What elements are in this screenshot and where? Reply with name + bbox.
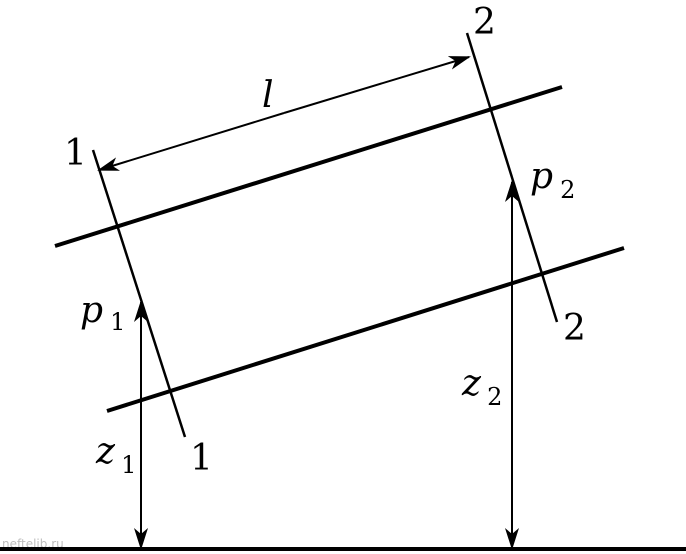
height-1-label: z 1 — [95, 431, 136, 479]
pipe-lower-wall — [106, 246, 625, 413]
section-1-line — [91, 149, 187, 438]
pressure-2-symbol: p — [530, 156, 553, 197]
section-2-line — [465, 32, 559, 323]
section-1-top-label: 1 — [64, 133, 87, 174]
length-dimension-arrow-back — [97, 112, 285, 171]
height-1-subscript: 1 — [121, 451, 136, 479]
section-2-top-label: 2 — [473, 2, 496, 43]
section-2-bottom-label: 2 — [563, 308, 586, 349]
pressure-1-subscript: 1 — [110, 308, 125, 336]
section-1-bottom-label: 1 — [190, 438, 213, 479]
height-1-symbol: z — [95, 431, 116, 472]
height-2-label: z 2 — [461, 363, 502, 411]
height-2-symbol: z — [461, 363, 482, 404]
length-dimension-arrow — [283, 56, 471, 114]
height-2-subscript: 2 — [487, 383, 502, 411]
pressure-2-label: p 2 — [530, 156, 575, 204]
pressure-1-symbol: p — [80, 290, 103, 331]
pipe-upper-wall — [54, 85, 563, 248]
length-label: l — [262, 75, 274, 116]
pressure-1-label: p 1 — [80, 290, 125, 336]
pressure-2-subscript: 2 — [560, 176, 575, 204]
